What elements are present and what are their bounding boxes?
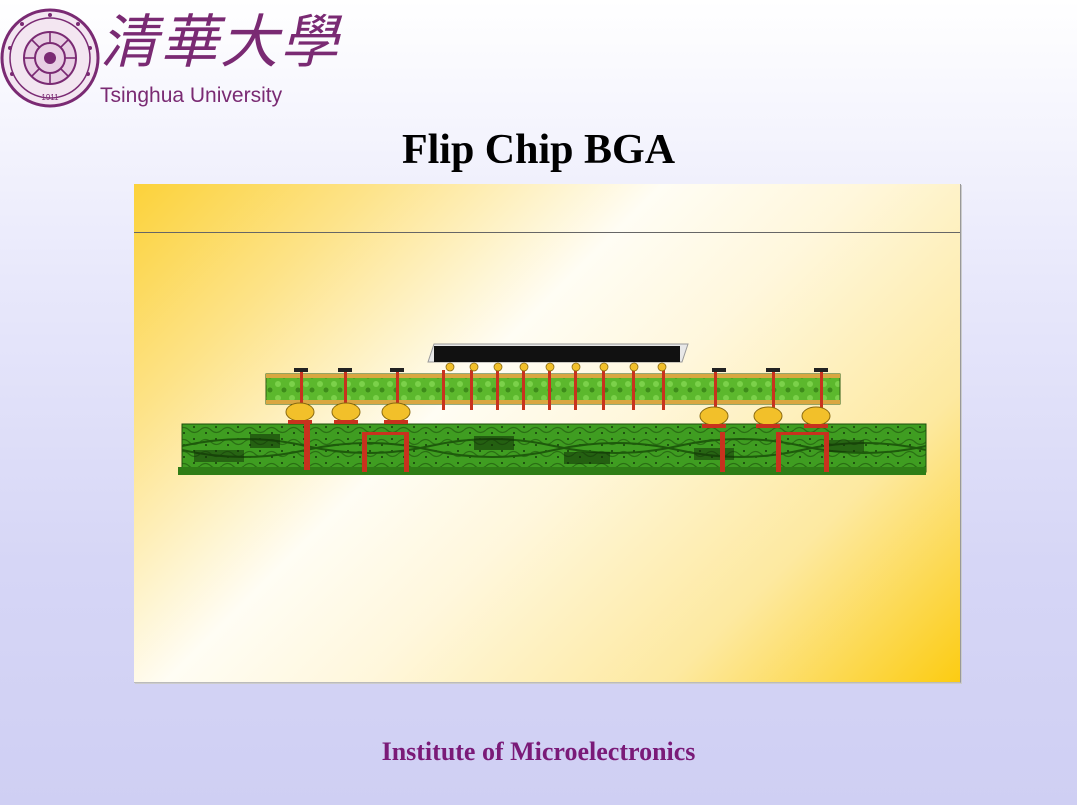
package-substrate: [265, 368, 841, 410]
pcb-board: [178, 423, 927, 475]
logo-english-text: Tsinghua University: [100, 84, 283, 107]
figure-divider: [134, 232, 960, 233]
tsinghua-logo: 1911 清華大學 Tsinghua University: [0, 4, 338, 110]
university-seal-icon: 1911: [0, 8, 100, 108]
flip-chip-bga-diagram: [178, 343, 927, 475]
solder-balls: [285, 402, 831, 426]
flip-chip-bga-figure: [134, 184, 961, 683]
logo-chinese-text: 清華大學: [100, 8, 341, 76]
seal-year: 1911: [41, 93, 59, 102]
silicon-die: [427, 343, 689, 372]
institute-footer: Institute of Microelectronics: [381, 737, 696, 766]
slide-title: Flip Chip BGA: [401, 127, 676, 173]
